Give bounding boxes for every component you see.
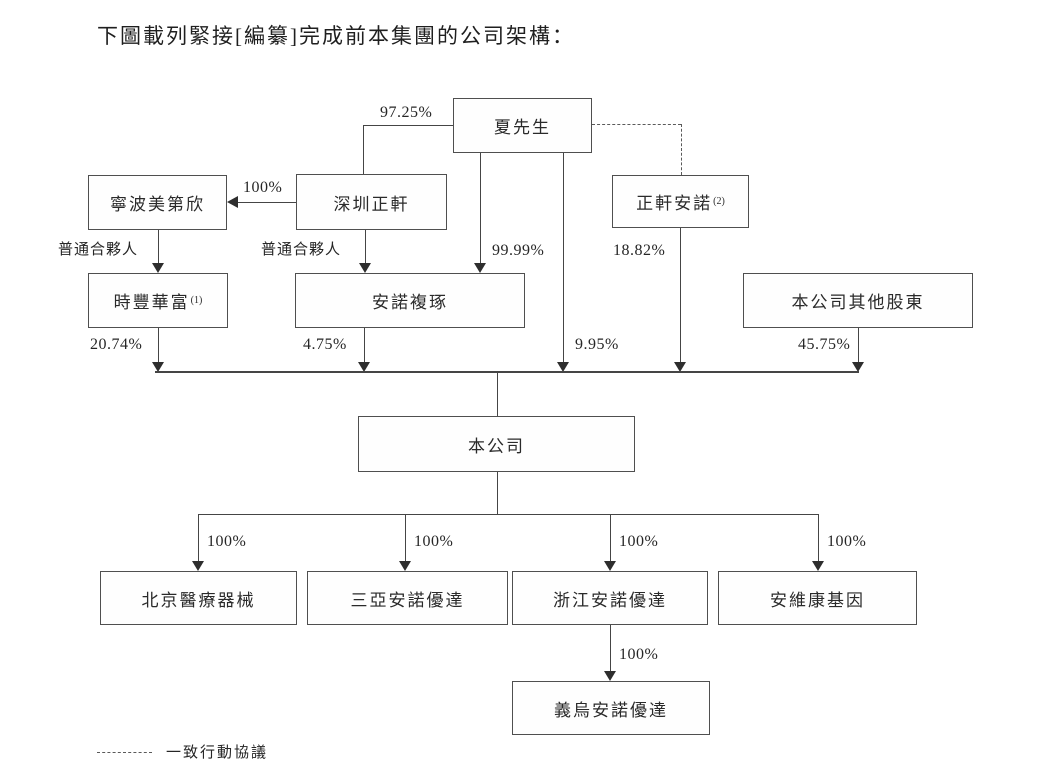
label-zhengxuanannuo-to-company-pct: 18.82% [613,242,666,259]
edge-fuzhuo-bus [364,328,365,363]
label-ningbo-general-partner: 普通合夥人 [58,242,139,258]
label-shenzhen-to-ningbo-pct: 100% [243,179,283,196]
distribution-line [198,514,818,515]
label-xia-to-company-pct: 9.95% [575,336,619,353]
node-annuo-fuzhuo: 安諾複琢 [295,273,525,328]
arrowhead-into-sanya-icon [399,561,411,571]
edge-bus-company [497,372,498,416]
arrowhead-into-fuzhuo-left-icon [359,263,371,273]
edge-company-anweikang [818,514,819,562]
node-yiwu-annoroad: 義烏安諾優達 [512,681,710,735]
arrowhead-shifeng-into-bus-icon [152,362,164,372]
node-sanya-annoroad-label: 三亞安諾優達 [350,590,465,610]
edge-company-distribution-stem [497,472,498,514]
edge-zhengxuanannuo-bus [680,228,681,363]
edge-others-bus [858,328,859,363]
node-annuo-fuzhuo-label: 安諾複琢 [372,293,448,312]
arrowhead-fuzhuo-into-bus-icon [358,362,370,372]
node-beijing-medical: 北京醫療器械 [100,571,297,625]
label-xia-to-shenzhen-pct: 97.25% [380,104,433,121]
arrowhead-into-ningbo-icon [227,196,238,208]
node-other-shareholders-label: 本公司其他股東 [791,293,925,312]
edge-company-beijing [198,514,199,562]
edge-xia-bus [563,153,564,363]
node-anweikang-gene: 安維康基因 [718,571,917,625]
node-anweikang-gene-label: 安維康基因 [770,590,865,610]
label-zhejiang-to-yiwu-pct: 100% [619,646,659,663]
node-shenzhen-zhengxuan: 深圳正軒 [296,174,447,230]
node-company: 本公司 [358,416,635,472]
arrowhead-into-fuzhuo-right-icon [474,263,486,273]
edge-zhejiang-yiwu [610,625,611,672]
legend: 一致行動協議 [97,741,268,762]
edge-xia-fuzhuo [480,153,481,264]
node-shifeng-huafu-label: 時豐華富 [113,293,190,312]
node-company-label: 本公司 [468,436,525,456]
dashed-edge-xia-zhengxuanannuo-vertical [681,124,682,175]
label-company-to-beijing-pct: 100% [207,533,247,550]
label-shenzhen-general-partner: 普通合夥人 [261,242,342,258]
node-zhengxuan-annuo: 正軒安諾(2) [612,175,749,228]
arrowhead-others-into-bus-icon [852,362,864,372]
arrowhead-into-beijing-icon [192,561,204,571]
node-other-shareholders: 本公司其他股東 [743,273,973,328]
label-company-to-sanya-pct: 100% [414,533,454,550]
node-yiwu-annoroad-label: 義烏安諾優達 [554,700,668,720]
arrowhead-into-shifeng-icon [152,263,164,273]
node-ningbo-meidixin-label: 寧波美第欣 [110,195,205,214]
shareholder-bus-line [155,371,859,373]
node-ningbo-meidixin: 寧波美第欣 [88,175,227,230]
arrowhead-into-zhejiang-icon [604,561,616,571]
legend-dashed-line-icon [97,751,152,753]
label-company-to-zhejiang-pct: 100% [619,533,659,550]
dashed-edge-xia-zhengxuanannuo-horizontal [592,124,681,125]
node-shifeng-huafu: 時豐華富(1) [88,273,228,328]
node-mr-xia-label: 夏先生 [494,118,551,137]
edge-ningbo-shifeng [158,230,159,264]
arrowhead-xia-into-bus-icon [557,362,569,372]
label-xia-to-fuzhuo-pct: 99.99% [492,242,545,259]
node-sanya-annoroad: 三亞安諾優達 [307,571,508,625]
label-others-to-company-pct: 45.75% [798,336,851,353]
node-shenzhen-zhengxuan-label: 深圳正軒 [333,194,410,214]
label-shifeng-to-company-pct: 20.74% [90,336,143,353]
node-beijing-medical-label: 北京醫療器械 [141,590,256,610]
edge-shifeng-bus [158,328,159,363]
arrowhead-into-anweikang-icon [812,561,824,571]
edge-xia-shenzhen-horizontal [363,125,453,126]
node-zhengxuan-annuo-label: 正軒安諾 [636,194,713,213]
edge-company-zhejiang [610,514,611,562]
diagram-title: 下圖載列緊接[編纂]完成前本集團的公司架構： [97,24,575,48]
edge-xia-shenzhen-vertical [363,125,364,174]
arrowhead-zhengxuanannuo-into-bus-icon [674,362,686,372]
label-company-to-anweikang-pct: 100% [827,533,867,550]
edge-company-sanya [405,514,406,562]
label-fuzhuo-to-company-pct: 4.75% [303,336,347,353]
node-zhejiang-annoroad-label: 浙江安諾優達 [553,590,667,610]
node-mr-xia: 夏先生 [453,98,592,153]
arrowhead-into-yiwu-icon [604,671,616,681]
node-zhejiang-annoroad: 浙江安諾優達 [512,571,708,625]
legend-dash-label: 一致行動協議 [166,745,269,761]
edge-shenzhen-ningbo [238,202,296,203]
edge-shenzhen-fuzhuo [365,230,366,264]
